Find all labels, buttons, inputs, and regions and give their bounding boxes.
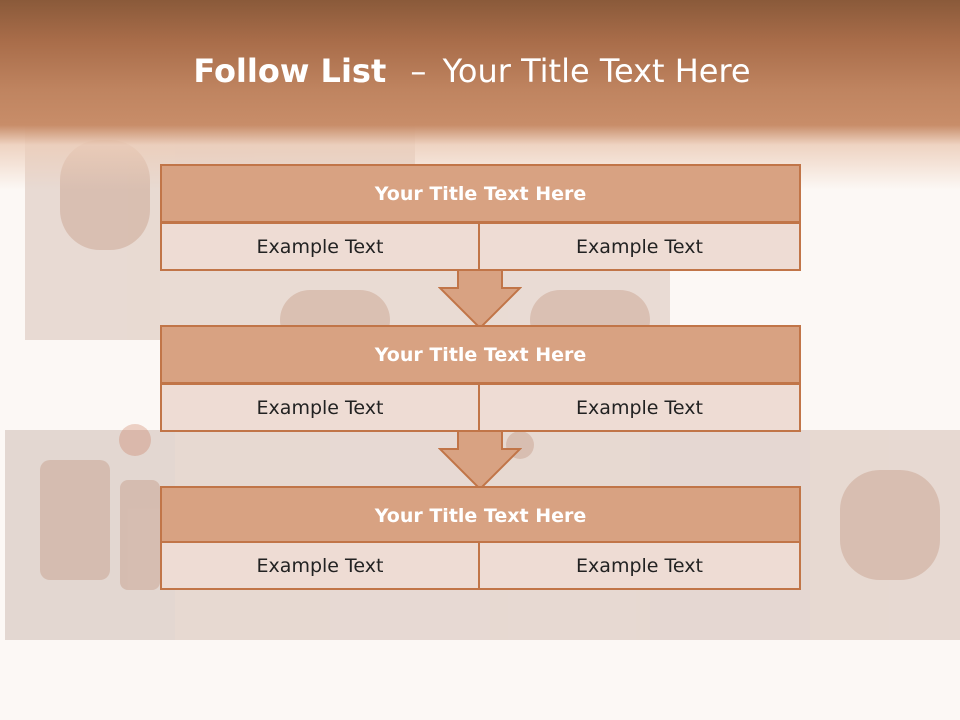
block-cell-right: Example Text (480, 541, 801, 590)
block-cell-left: Example Text (160, 383, 480, 432)
block-cell-right: Example Text (480, 383, 801, 432)
type-glyph (40, 460, 110, 580)
down-arrow-icon (438, 431, 522, 491)
block-title: Your Title Text Here (160, 486, 801, 545)
block-title: Your Title Text Here (160, 164, 801, 223)
down-arrow-icon (438, 270, 522, 330)
block-row: Example Text Example Text (160, 541, 801, 590)
block-cell-left: Example Text (160, 541, 480, 590)
type-glyph (840, 470, 940, 580)
header-band (0, 0, 960, 190)
block-row: Example Text Example Text (160, 383, 801, 432)
block-row: Example Text Example Text (160, 222, 801, 271)
title-subtitle-part: Your Title Text Here (442, 52, 751, 90)
block-cell-left: Example Text (160, 222, 480, 271)
title-separator: – (410, 52, 427, 90)
block-cell-right: Example Text (480, 222, 801, 271)
title-bold-part: Follow List (193, 52, 387, 90)
type-dot (119, 424, 151, 456)
slide-title: Follow List – Your Title Text Here (0, 52, 944, 90)
type-glyph (120, 480, 160, 590)
block-title: Your Title Text Here (160, 325, 801, 384)
type-block (5, 430, 175, 640)
